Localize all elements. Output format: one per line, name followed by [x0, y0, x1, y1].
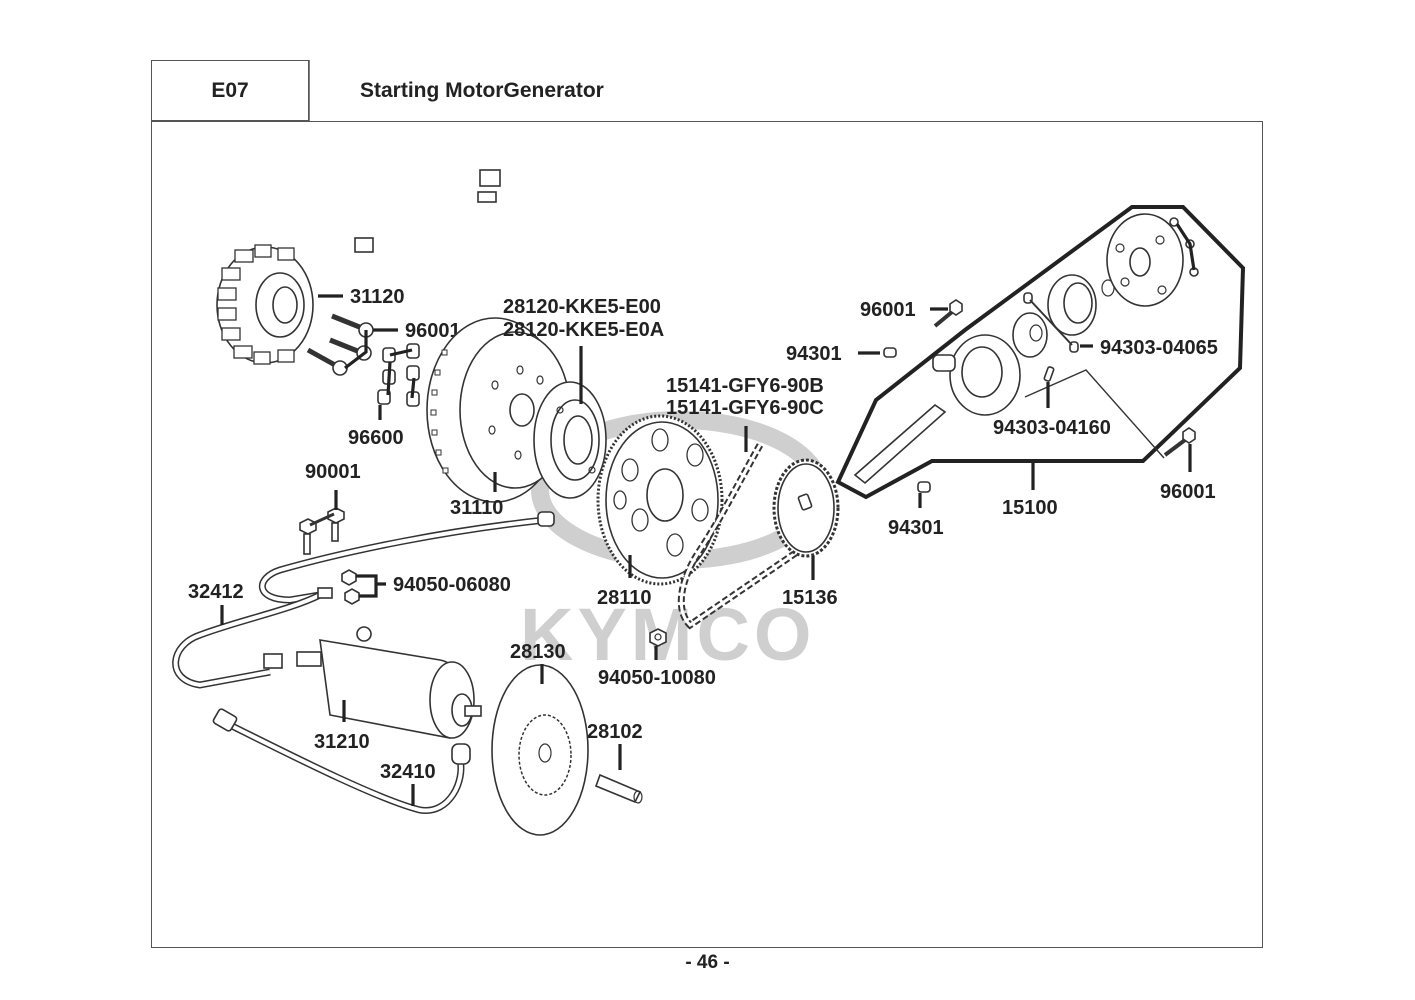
callout-15141-90c: 15141-GFY6-90C	[666, 397, 824, 419]
stator-part	[216, 169, 501, 365]
driven-gear-part	[596, 414, 724, 586]
starter-motor-part	[296, 626, 482, 739]
callout-96001-bottom: 96001	[1160, 481, 1216, 503]
callout-28102: 28102	[587, 721, 643, 743]
callout-28130: 28130	[510, 641, 566, 663]
callout-94301-bottom: 94301	[888, 517, 944, 539]
page-title: Starting MotorGenerator	[360, 78, 604, 102]
callout-15100: 15100	[1002, 497, 1058, 519]
callout-96001-stator: 96001	[405, 320, 461, 342]
callout-32410: 32410	[380, 761, 436, 783]
cable-32410-part	[212, 708, 471, 814]
callout-28110: 28110	[597, 587, 652, 609]
callout-94050-06080: 94050-06080	[393, 574, 511, 596]
pin-94301-top	[883, 347, 897, 358]
sprocket-part	[772, 458, 840, 558]
callout-96001-top: 96001	[860, 299, 916, 321]
diagram-frame	[151, 121, 1263, 948]
callout-31120: 31120	[350, 286, 405, 308]
bolts-90001-part	[299, 507, 345, 555]
stator-bolts	[306, 313, 374, 376]
starter-clutch-part	[533, 381, 607, 499]
page-number: - 46 -	[685, 952, 730, 973]
nuts-06080-part	[341, 569, 386, 605]
callout-94050-10080: 94050-10080	[598, 667, 716, 689]
flywheel-bolts	[377, 343, 420, 407]
callout-94303-04160: 94303-04160	[993, 417, 1111, 439]
oil-pump-assembly-outline	[835, 205, 1246, 500]
cable-32412-part	[172, 511, 555, 689]
callout-96600: 96600	[348, 427, 404, 449]
callout-15141-90b: 15141-GFY6-90B	[666, 375, 824, 397]
oil-pump-parts	[853, 213, 1199, 485]
pin-94301-bottom	[917, 481, 931, 493]
callout-90001: 90001	[305, 461, 361, 483]
callout-32412: 32412	[188, 581, 244, 603]
callout-94303-04065: 94303-04065	[1100, 337, 1218, 359]
chain-part	[677, 443, 802, 630]
reduction-gear-part	[491, 664, 589, 836]
watermark-text: KYMCO	[520, 593, 815, 676]
callout-15136: 15136	[782, 587, 838, 609]
pump-bolt-top	[933, 299, 963, 328]
callout-94301-top: 94301	[786, 343, 842, 365]
callout-31110: 31110	[450, 497, 503, 519]
nut-10080-part	[649, 628, 667, 647]
callout-28120-e00: 28120-KKE5-E00	[503, 296, 661, 318]
pump-bolt-bottom	[1163, 427, 1196, 457]
callout-28120-e0a: 28120-KKE5-E0A	[503, 319, 664, 341]
shaft-28102-part	[594, 773, 643, 804]
callout-31210: 31210	[314, 731, 370, 753]
